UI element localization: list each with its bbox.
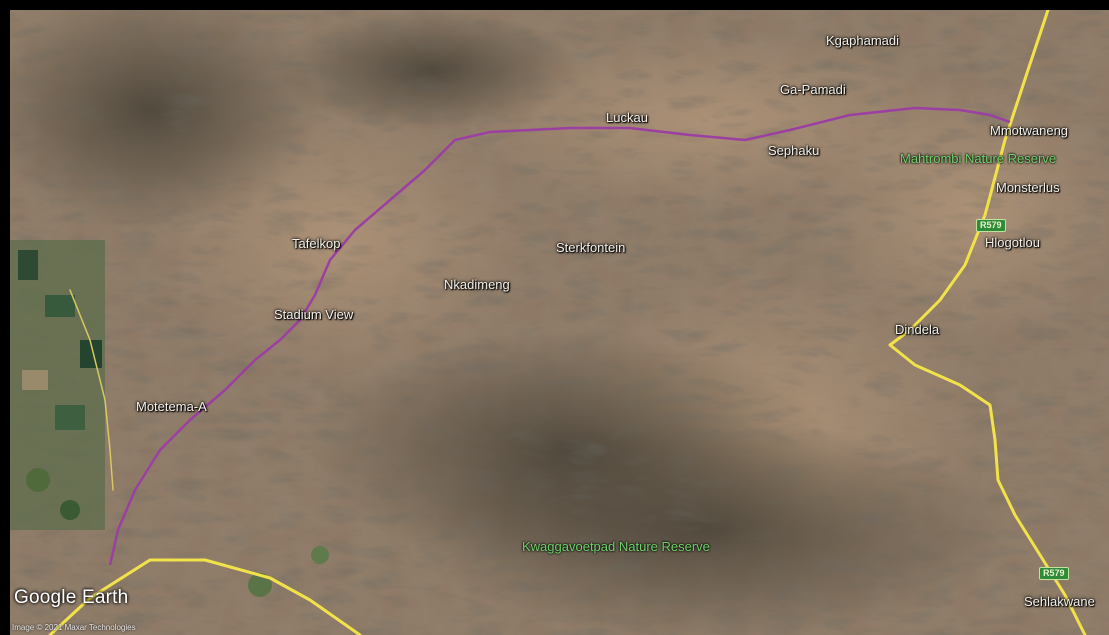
- place-label-stadium-view[interactable]: Stadium View: [274, 307, 354, 322]
- terrain-layer: [10, 10, 1109, 635]
- imagery-attribution: Image © 2021 Maxar Technologies: [12, 623, 136, 632]
- route-line[interactable]: [108, 106, 1011, 566]
- place-label-mmotwaneng[interactable]: Mmotwaneng: [990, 123, 1069, 138]
- place-label-sehlakwane[interactable]: Sehlakwane: [1024, 594, 1095, 609]
- highways: [48, 10, 1087, 635]
- road-shield-r579-north: R579: [976, 219, 1006, 232]
- reserve-label-kwaggavoetpad[interactable]: Kwaggavoetpad Nature Reserve: [522, 539, 710, 554]
- google-earth-logo: Google Earth: [14, 587, 129, 608]
- place-label-sterkfontein[interactable]: Sterkfontein: [556, 240, 626, 255]
- place-label-kgaphamadi[interactable]: Kgaphamadi: [826, 33, 899, 48]
- place-label-hlogotlou[interactable]: Hlogotlou: [985, 235, 1040, 250]
- place-label-sephaku[interactable]: Sephaku: [768, 143, 820, 158]
- satellite-map[interactable]: Kgaphamadi Ga-Pamadi Luckau Sephaku Mmot…: [10, 10, 1109, 635]
- place-label-luckau[interactable]: Luckau: [606, 110, 648, 125]
- place-label-monsterlus[interactable]: Monsterlus: [996, 180, 1060, 195]
- place-label-motetema-a[interactable]: Motetema-A: [136, 399, 207, 414]
- place-label-ga-pamadi[interactable]: Ga-Pamadi: [780, 82, 846, 97]
- reserve-label-mahtrombi[interactable]: Mahtrombi Nature Reserve: [900, 151, 1057, 166]
- place-label-nkadimeng[interactable]: Nkadimeng: [444, 277, 510, 292]
- place-label-tafelkop[interactable]: Tafelkop: [292, 236, 341, 251]
- road-shield-r579-south: R579: [1039, 567, 1069, 580]
- place-label-dindela[interactable]: Dindela: [895, 322, 940, 337]
- farmland: [10, 240, 329, 597]
